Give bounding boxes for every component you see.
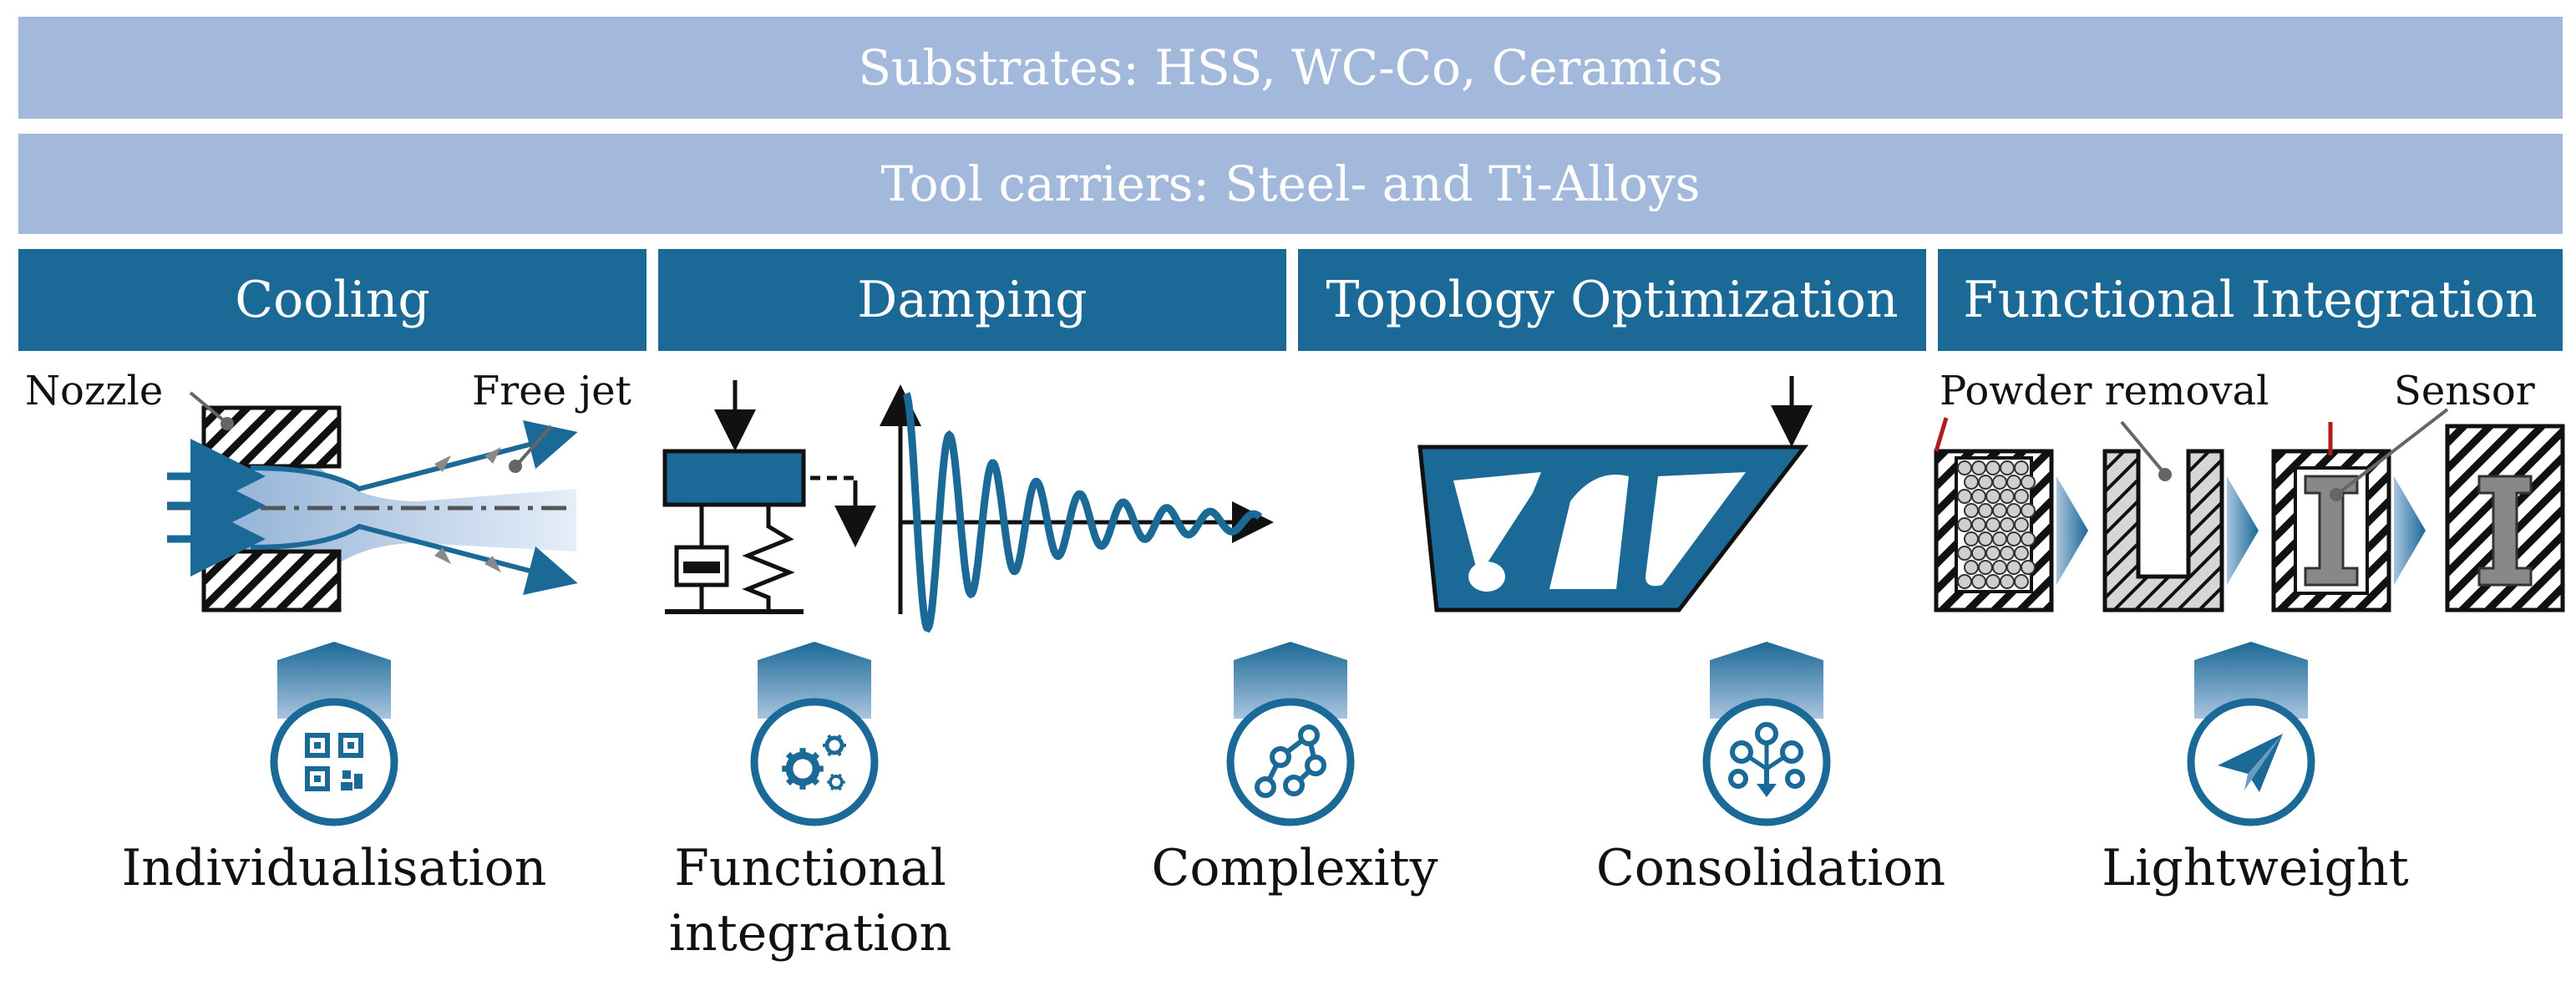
header-damping-label: Damping — [857, 271, 1088, 329]
powder-particle — [1971, 574, 1986, 589]
powder-particle — [2021, 503, 2036, 518]
powder-particle — [1985, 574, 2000, 589]
powder-particle — [2021, 560, 2036, 575]
powder-particle — [2014, 574, 2029, 589]
powder-particle — [2006, 531, 2021, 546]
powder-particle — [1978, 475, 1993, 490]
powder-particle — [1957, 574, 1972, 589]
header-functional-integration: Functional Integration — [1938, 249, 2563, 351]
powder-particle — [2000, 460, 2015, 475]
powder-particle — [2014, 489, 2029, 504]
benefit-icons — [270, 642, 2315, 826]
damping-illustration — [662, 380, 1274, 633]
gears-icon — [750, 642, 879, 826]
powder-particle — [1957, 460, 1972, 475]
powder-particle — [2014, 460, 2029, 475]
topology-structure-illustration — [1417, 376, 1813, 612]
powder-particle — [1992, 475, 2007, 490]
paper-plane-icon — [2187, 642, 2315, 826]
powder-particle — [1985, 546, 2000, 561]
powder-particle — [2014, 517, 2029, 532]
header-cooling-label: Cooling — [235, 271, 430, 329]
powder-particle — [1964, 475, 1979, 490]
substrates-band: Substrates: HSS, WC-Co, Ceramics — [18, 17, 2563, 119]
nozzle-jet-illustration — [167, 391, 578, 612]
powder-particle — [1957, 546, 1972, 561]
powder-particle — [1978, 531, 1993, 546]
powder-particle — [1964, 503, 1979, 518]
powder-particle — [2014, 546, 2029, 561]
header-cooling: Cooling — [18, 249, 647, 351]
powder-particle — [2006, 503, 2021, 518]
sensor-label: Sensor — [2394, 368, 2535, 414]
powder-particle — [1964, 560, 1979, 575]
substrates-label: Substrates: HSS, WC-Co, Ceramics — [858, 39, 1723, 96]
benefit-individualisation: Individualisation — [109, 836, 560, 901]
benefit-lightweight: Lightweight — [2046, 836, 2464, 901]
powder-particle — [1971, 546, 1986, 561]
tool-carriers-band: Tool carriers: Steel- and Ti-Alloys — [18, 134, 2563, 234]
nozzle-label: Nozzle — [25, 368, 164, 414]
benefit-functional-integration: Functional integration — [601, 836, 1019, 966]
powder-particle — [1992, 560, 2007, 575]
powder-particle — [1992, 503, 2007, 518]
powder-particle — [1957, 517, 1972, 532]
powder-particle — [1992, 531, 2007, 546]
benefit-consolidation: Consolidation — [1562, 836, 1980, 901]
powder-particle — [1971, 517, 1986, 532]
sensor-integration-illustration — [1934, 408, 2565, 612]
powder-particle — [2021, 531, 2036, 546]
powder-particle — [2021, 475, 2036, 490]
powder-removal-label: Powder removal — [1940, 368, 2269, 414]
powder-particle — [1978, 560, 1993, 575]
powder-particle — [2000, 489, 2015, 504]
header-topology-optimization: Topology Optimization — [1298, 249, 1926, 351]
powder-particle — [2000, 574, 2015, 589]
tool-carriers-label: Tool carriers: Steel- and Ti-Alloys — [880, 155, 1701, 212]
node-network-icon — [1226, 642, 1355, 826]
benefit-complexity-label: Complexity — [1151, 839, 1438, 897]
powder-particle — [2000, 546, 2015, 561]
header-damping: Damping — [658, 249, 1286, 351]
benefit-complexity: Complexity — [1086, 836, 1504, 901]
powder-particle — [1964, 531, 1979, 546]
benefit-functional-integration-label-2: integration — [668, 904, 952, 963]
powder-particle — [2006, 475, 2021, 490]
powder-particle — [1971, 489, 1986, 504]
benefit-lightweight-label: Lightweight — [2102, 839, 2409, 897]
benefit-individualisation-label: Individualisation — [121, 839, 547, 897]
powder-particle — [2000, 517, 2015, 532]
powder-particle — [2006, 560, 2021, 575]
header-functional-integration-label: Functional Integration — [1963, 271, 2538, 329]
powder-particle — [1971, 460, 1986, 475]
benefit-functional-integration-label-1: Functional — [674, 839, 946, 897]
benefit-consolidation-label: Consolidation — [1595, 839, 1946, 897]
powder-particle — [1978, 503, 1993, 518]
free-jet-label: Free jet — [472, 368, 631, 414]
header-topology-label: Topology Optimization — [1326, 271, 1899, 329]
powder-particle — [1985, 489, 2000, 504]
merge-tree-icon — [1702, 642, 1831, 826]
powder-particle — [1985, 517, 2000, 532]
powder-particle — [1985, 460, 2000, 475]
qr-code-icon — [270, 642, 398, 826]
powder-particle — [1957, 489, 1972, 504]
